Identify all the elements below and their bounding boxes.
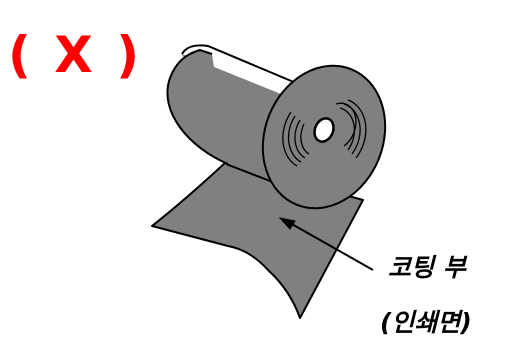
coating-area-label: 코팅 부 [388,253,466,282]
print-side-label: (인쇄면) [380,308,472,337]
incorrect-mark: ( X ) [8,26,143,84]
coating-pointer-line [289,222,374,271]
roll-top-edge [181,44,297,84]
roll-wound-layers [282,99,367,167]
coating-pointer-arrowhead [278,217,296,230]
roll-core-hole [313,117,335,143]
roll-back-end [166,48,229,165]
